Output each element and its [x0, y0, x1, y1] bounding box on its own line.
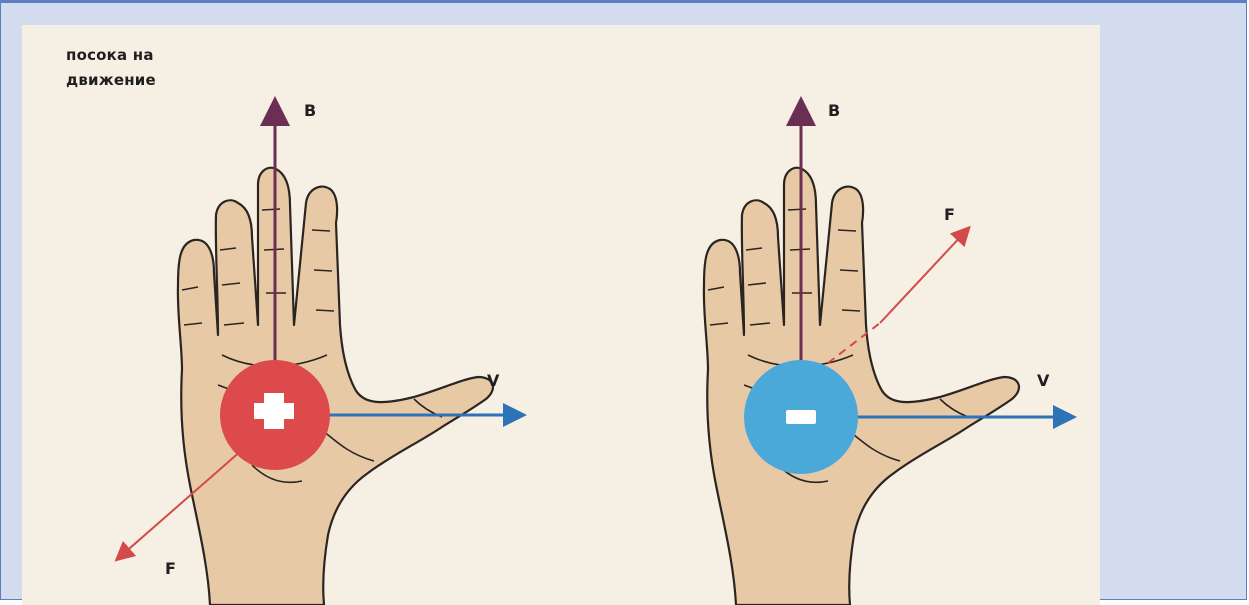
left-label-f: F [165, 559, 176, 578]
left-label-b: B [304, 101, 316, 120]
motion-direction-caption: посока на движение [66, 43, 156, 93]
right-label-v: V [1037, 371, 1049, 390]
right-f-arrow [880, 233, 964, 323]
diagram-slide: посока на движение B V F B F V [22, 25, 1100, 605]
right-hand [704, 168, 1019, 605]
left-hand [178, 168, 493, 605]
right-label-f: F [944, 205, 955, 224]
right-label-b: B [828, 101, 840, 120]
hand-rule-diagram [22, 25, 1100, 605]
minus-icon [786, 410, 816, 424]
left-label-v: V [487, 371, 499, 390]
